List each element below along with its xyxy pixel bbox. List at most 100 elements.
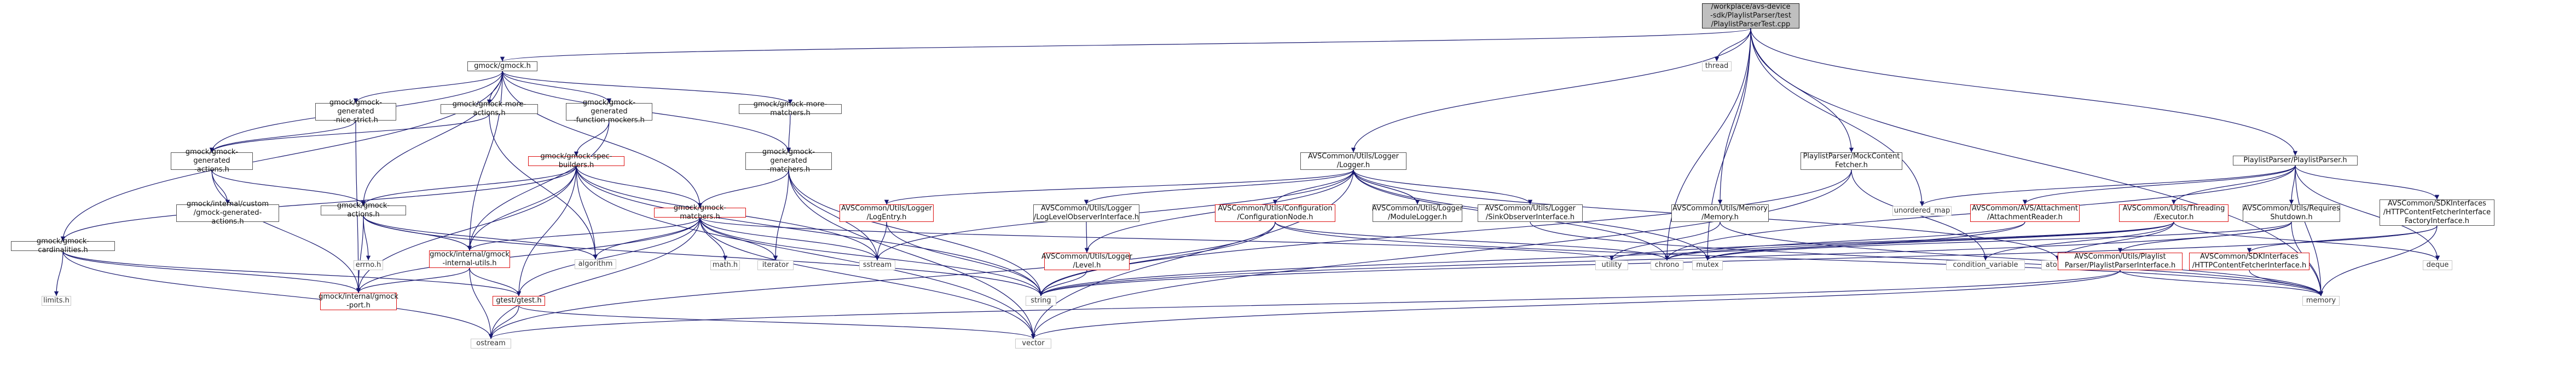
- node-requiresshutdown[interactable]: AVSCommon/Utils/Requires Shutdown.h: [2243, 204, 2340, 222]
- edge-playlistparser-to-httpcontentfetcherfactory: [2295, 165, 2440, 200]
- edge-loglevelobserver-to-level: [1084, 221, 1090, 253]
- edge-gmock-to-gmock_internal_utils: [467, 71, 503, 251]
- edge-threading_executor-to-condition_variable: [1983, 221, 2174, 261]
- edge-gmock_spec_builders-to-gtest: [516, 165, 577, 296]
- edge-threading_executor-to-deque: [2173, 221, 2440, 261]
- node-playlistparser[interactable]: PlaylistParser/PlaylistParser.h: [2233, 156, 2358, 165]
- edge-logger-to-loglevelobserver: [1084, 169, 1354, 205]
- edge-gmock_more_actions-to-algorithm: [489, 113, 598, 260]
- edge-gmock_cardinalities-to-gtest: [62, 250, 522, 296]
- node-gmock-internal-utils[interactable]: gmock/internal/gmock -internal-utils.h: [429, 250, 510, 268]
- edge-gmock-to-gmock_cardinalities: [60, 71, 503, 242]
- node-confignode[interactable]: AVSCommon/Utils/Configuration /Configura…: [1215, 204, 1335, 222]
- edge-playlistparser-to-unordered_map: [1919, 165, 2296, 207]
- node-gmock-nice-strict[interactable]: gmock/gmock-generated -nice-strict.h: [315, 99, 396, 124]
- edge-gmock_more_actions-to-gmock_gen_actions: [209, 113, 490, 153]
- node-threading-executor[interactable]: AVSCommon/Utils/Threading /Executor.h: [2119, 204, 2228, 222]
- node-gmock-port[interactable]: gmock/internal/gmock -port.h: [319, 293, 398, 310]
- node-gmock-actions[interactable]: gmock/gmock-actions.h: [321, 202, 406, 219]
- edge-gmock_matchers-to-gmock_port: [356, 217, 701, 293]
- edge-playlistparserinterface-to-memory: [2120, 270, 2324, 296]
- node-gmock-more-matchers[interactable]: gmock/gmock-more-matchers.h: [739, 100, 842, 117]
- node-attachmentreader[interactable]: AVSCommon/AVS/Attachment /AttachmentRead…: [1970, 204, 2080, 222]
- edge-gmock_matchers-to-string: [699, 217, 1044, 296]
- edge-logger-to-sinkobserver: [1353, 169, 1533, 205]
- edge-gmock_matchers-to-iterator: [699, 217, 778, 261]
- edge-gmock_actions-to-algorithm: [363, 215, 598, 260]
- edge-httpcontentfetcherinterface-to-memory: [2249, 270, 2324, 296]
- node-iterator: iterator: [757, 260, 794, 270]
- edge-playlistparser-to-attachmentreader: [2022, 165, 2296, 205]
- edge-gmock_spec_builders-to-gmock_internal_utils: [467, 165, 577, 251]
- edge-gmock_gen_matchers-to-sstream: [788, 169, 880, 261]
- edge-root-to-thread: [1714, 28, 1751, 62]
- node-mutex: mutex: [1692, 260, 1723, 270]
- edge-confignode-to-memory: [1275, 221, 2323, 296]
- edge-playlistparserinterface-to-ostream: [489, 270, 2121, 339]
- node-logentry[interactable]: AVSCommon/Utils/Logger /LogEntry.h: [840, 204, 934, 222]
- edge-gmock_cardinalities-to-gmock_port: [62, 250, 361, 293]
- edge-gmock_matchers-to-ostream: [488, 217, 701, 339]
- node-httpcontentfetcherfactory[interactable]: AVSCommon/SDKInterfaces /HTTPContentFetc…: [2380, 199, 2494, 226]
- node-mockcontentfetcher[interactable]: PlaylistParser/MockContent Fetcher.h: [1801, 152, 1902, 170]
- edge-httpcontentfetcherfactory-to-string: [1039, 225, 2438, 296]
- edge-gmock_gen_actions-to-gmock_actions: [211, 169, 366, 206]
- node-sinkobserver[interactable]: AVSCommon/Utils/Logger /SinkObserverInte…: [1478, 204, 1583, 222]
- edge-logger-to-confignode: [1272, 169, 1354, 205]
- node-algorithm: algorithm: [575, 259, 616, 269]
- node-gmock-more-actions[interactable]: gmock/gmock-more-actions.h: [441, 100, 538, 117]
- node-string: string: [1026, 296, 1056, 306]
- edge-gmock_gen_matchers-to-vector: [788, 169, 1036, 339]
- edge-gmock_gen_matchers-to-gmock_matchers: [697, 169, 789, 208]
- edge-gmock-to-gmock_more_matchers: [502, 71, 793, 105]
- edge-gmock_spec_builders-to-gmock_matchers: [576, 165, 703, 208]
- node-ostream: ostream: [471, 339, 511, 349]
- edge-gmock_spec_builders-to-algorithm: [576, 165, 598, 260]
- edge-gmock-to-gmock_nice_strict: [353, 71, 503, 104]
- node-math: math.h: [710, 260, 740, 270]
- node-gmock[interactable]: gmock/gmock.h: [467, 61, 537, 71]
- node-memory: memory: [2302, 296, 2340, 306]
- node-modulelogger[interactable]: AVSCommon/Utils/Logger /ModuleLogger.h: [1372, 204, 1463, 222]
- node-unordered-map: unordered_map: [1892, 206, 1952, 216]
- node-gtest[interactable]: gtest/gtest.h: [493, 296, 545, 306]
- edge-root-to-playlistparser: [1750, 28, 2298, 156]
- edge-gmock_gen_matchers-to-iterator: [773, 169, 789, 261]
- edge-gmock-to-gmock_func_matchers: [502, 71, 612, 104]
- edge-gmock_spec_builders-to-vector: [576, 165, 1036, 339]
- node-gmock-matchers[interactable]: gmock/gmock-matchers.h: [654, 204, 746, 221]
- edge-memory_util-to-utility: [1609, 221, 1721, 261]
- node-utility: utility: [1595, 260, 1628, 270]
- node-vector: vector: [1015, 339, 1051, 349]
- node-root[interactable]: /workplace/avs-device -sdk/PlaylistParse…: [1702, 3, 1799, 28]
- node-gmock-func-matchers[interactable]: gmock/gmock-generated -function-mockers.…: [566, 99, 652, 124]
- node-memory-util[interactable]: AVSCommon/Utils/Memory /Memory.h: [1671, 204, 1769, 222]
- node-gmock-cardinalities[interactable]: gmock/gmock-cardinalities.h: [11, 237, 115, 254]
- edge-gmock_func_matchers-to-gmock_internal_utils: [467, 120, 610, 251]
- node-chrono: chrono: [1651, 260, 1683, 270]
- edge-gmock_cardinalities-to-ostream: [62, 250, 494, 339]
- edge-playlistparser-to-memory: [2295, 165, 2324, 296]
- edge-modulelogger-to-logger: [1351, 169, 1418, 205]
- edge-mockcontentfetcher-to-vector: [1031, 169, 1852, 339]
- node-playlistparserinterface[interactable]: AVSCommon/Utils/Playlist Parser/Playlist…: [2058, 253, 2183, 270]
- edge-gmock_spec_builders-to-gmock_actions: [361, 165, 577, 206]
- edge-gmock-to-gmock_matchers: [502, 71, 703, 208]
- node-gmock-gen-matchers[interactable]: gmock/gmock-generated -matchers.h: [745, 148, 832, 174]
- node-deque: deque: [2423, 260, 2452, 270]
- node-loglevelobserver[interactable]: AVSCommon/Utils/Logger /LogLevelObserver…: [1033, 204, 1139, 222]
- edge-playlistparser-to-threading_executor: [2171, 165, 2296, 205]
- node-thread: thread: [1702, 61, 1732, 71]
- edge-threading_executor-to-mutex: [1705, 221, 2174, 261]
- edge-root-to-unordered_map: [1750, 28, 1925, 207]
- node-level[interactable]: AVSCommon/Utils/Logger /Level.h: [1041, 253, 1132, 270]
- node-httpcontentfetcherinterface[interactable]: AVSCommon/SDKInterfaces /HTTPContentFetc…: [2189, 253, 2309, 270]
- edge-gtest-to-vector: [518, 305, 1035, 339]
- node-gmock-internal-custom-actions[interactable]: gmock/internal/custom /gmock-generated-a…: [176, 200, 279, 226]
- node-gmock-spec-builders[interactable]: gmock/gmock-spec-builders.h: [528, 152, 624, 169]
- node-logger[interactable]: AVSCommon/Utils/Logger /Logger.h: [1300, 152, 1406, 170]
- node-gmock-gen-actions[interactable]: gmock/gmock-generated -actions.h: [171, 148, 253, 174]
